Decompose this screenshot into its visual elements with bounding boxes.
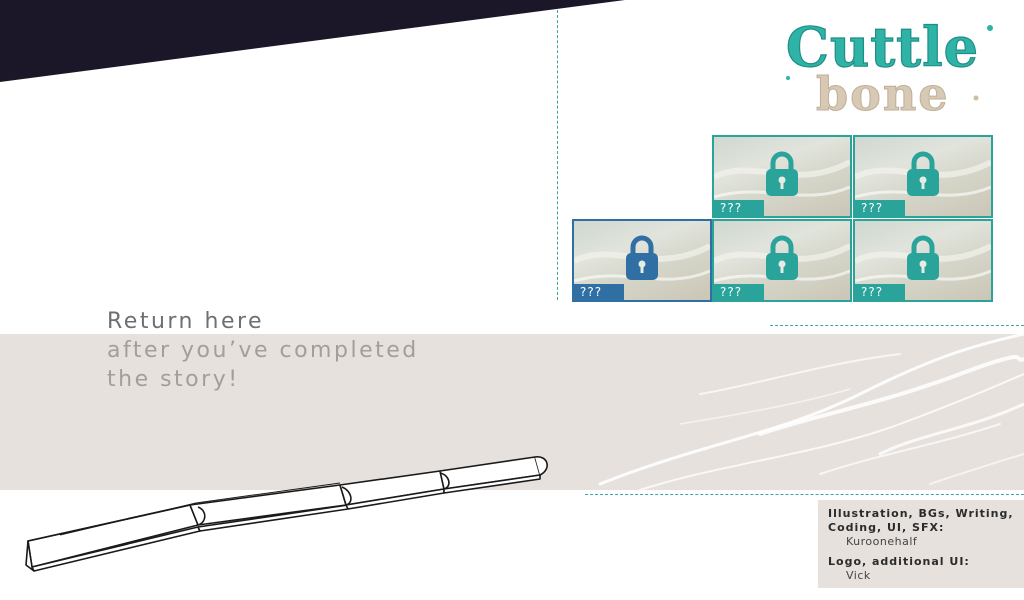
lock-icon — [907, 235, 939, 280]
dock-illustration — [25, 456, 548, 572]
lock-icon — [907, 151, 939, 196]
svg-text:bone: bone — [816, 67, 950, 118]
wave-foam — [598, 334, 1024, 490]
message-line-3: the story! — [107, 367, 240, 392]
locked-gallery-message: Return here after you’ve completed the s… — [107, 307, 419, 394]
message-line-2: after you’ve completed — [107, 338, 419, 363]
top-dark-band — [0, 0, 625, 82]
gallery-thumbnail-4[interactable]: ??? — [712, 219, 852, 302]
credit-name-1: Kuroonehalf — [846, 535, 918, 548]
divider-vertical — [557, 10, 558, 300]
message-line-1: Return here — [107, 309, 265, 334]
credit-role-2: Logo, additional UI: — [828, 555, 970, 568]
gallery-thumbnail-5[interactable]: ??? — [853, 219, 993, 302]
gallery-thumbnail-3[interactable]: ??? — [572, 219, 712, 302]
lock-icon — [626, 235, 658, 280]
credits-panel: Illustration, BGs, Writing, Coding, UI, … — [818, 500, 1024, 588]
thumbnail-label: ??? — [714, 200, 764, 216]
thumbnail-label: ??? — [855, 200, 905, 216]
divider-horizontal-bottom — [585, 494, 1024, 495]
gallery-thumbnail-2[interactable]: ??? — [853, 135, 993, 218]
divider-horizontal-top — [770, 325, 1024, 326]
credit-name-2: Vick — [846, 569, 871, 582]
thumbnail-label: ??? — [855, 284, 905, 300]
lock-icon — [766, 151, 798, 196]
thumbnail-label: ??? — [574, 284, 624, 300]
cuttlebone-logo: Cuttle bone — [785, 14, 993, 118]
lock-icon — [766, 235, 798, 280]
thumbnail-label: ??? — [714, 284, 764, 300]
credit-role-1: Illustration, BGs, Writing, Coding, UI, … — [828, 507, 1014, 534]
svg-text:Cuttle: Cuttle — [786, 15, 979, 79]
gallery-thumbnail-1[interactable]: ??? — [712, 135, 852, 218]
